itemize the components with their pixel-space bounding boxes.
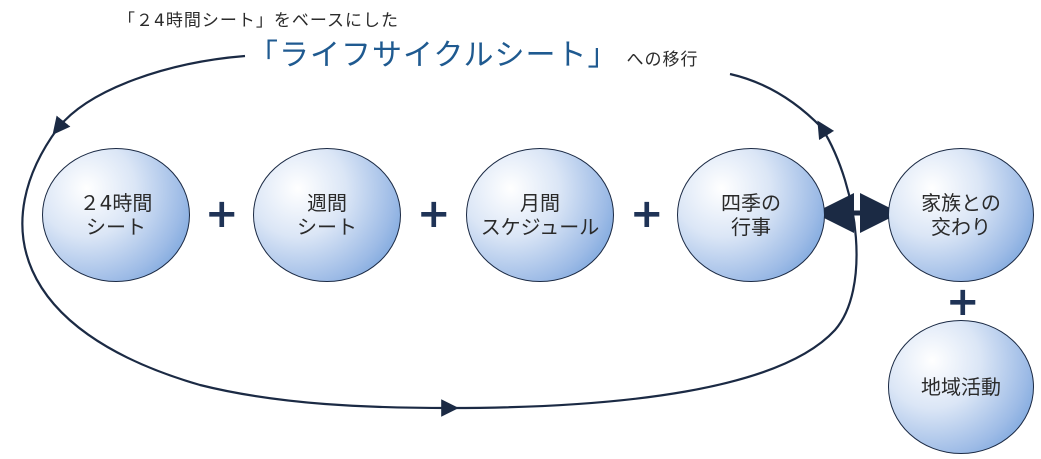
node-community-activity-label: 地域活動: [921, 375, 1001, 399]
diagram-title-group: 「ライフサイクルシート」への移行: [248, 30, 699, 74]
diagram-title: 「ライフサイクルシート」: [248, 38, 619, 73]
node-weekly-sheet: 週間 シート: [253, 148, 401, 282]
plus-operator-4: +: [946, 279, 980, 325]
node-seasonal-events-label: 四季の 行事: [721, 191, 781, 239]
node-seasonal-events: 四季の 行事: [677, 148, 825, 282]
diagram-subtitle: 「２4時間シート」をベースにした: [118, 11, 399, 31]
arc-left-bottom: [21, 127, 459, 417]
arc-top-right: [729, 72, 823, 129]
diagram-title-suffix: への移行: [626, 50, 699, 70]
plus-operator-2: +: [417, 191, 451, 237]
node-24h-sheet-label: ２4時間 シート: [79, 191, 153, 239]
node-24h-sheet: ２4時間 シート: [42, 148, 190, 282]
plus-operator-3: +: [630, 191, 664, 237]
node-community-activity: 地域活動: [888, 320, 1034, 454]
node-weekly-sheet-label: 週間 シート: [297, 191, 357, 239]
arc-top-left: [52, 54, 246, 135]
node-monthly-schedule: 月間 スケジュール: [466, 148, 614, 282]
node-family-interaction-label: 家族との 交わり: [921, 191, 1001, 239]
node-family-interaction: 家族との 交わり: [888, 148, 1034, 282]
plus-operator-1: +: [205, 191, 239, 237]
node-monthly-schedule-label: 月間 スケジュール: [480, 191, 600, 239]
